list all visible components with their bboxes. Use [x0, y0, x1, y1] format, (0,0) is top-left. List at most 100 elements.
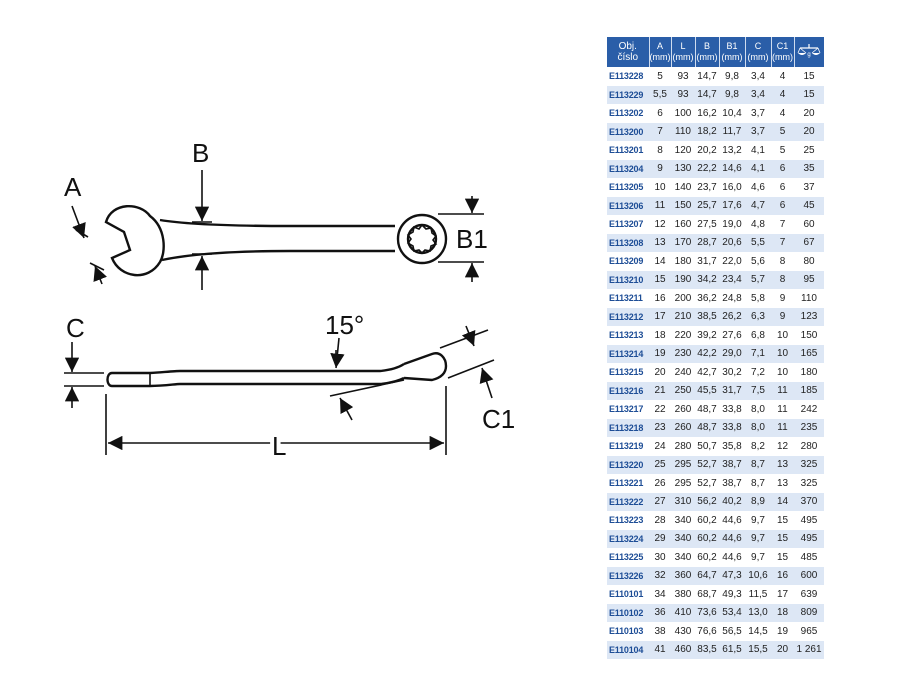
cell-object-number: E113217: [609, 404, 644, 415]
cell-weight: 242: [800, 403, 818, 415]
cell-a: 38: [654, 625, 666, 637]
cell-weight: 809: [794, 603, 824, 622]
cell-weight: 25: [803, 144, 815, 156]
cell-a: 34: [654, 588, 666, 600]
cell-object-number: E113216: [607, 381, 649, 400]
cell-weight: 325: [800, 477, 818, 489]
label-length: L: [272, 431, 286, 461]
cell-b1: 10,4: [722, 107, 742, 119]
cell-b1: 29,0: [719, 344, 745, 363]
cell-b1: 31,7: [719, 381, 745, 400]
cell-a: 22: [654, 403, 666, 415]
cell-object-number: E113223: [609, 515, 644, 526]
cell-l: 210: [671, 307, 695, 326]
cell-l: 280: [674, 440, 692, 452]
cell-object-number: E113220: [607, 455, 649, 474]
cell-object-number: E113204: [607, 159, 649, 178]
cell-c1: 5: [771, 122, 794, 141]
cell-b: 42,7: [697, 366, 717, 378]
cell-b: 73,6: [695, 603, 719, 622]
cell-b: 60,2: [695, 529, 719, 548]
cell-weight: 15: [803, 70, 815, 82]
wrench-side-view: [106, 352, 448, 388]
cell-c: 9,7: [751, 551, 765, 563]
cell-l: 160: [674, 218, 692, 230]
cell-b: 76,6: [697, 625, 717, 637]
label-a: A: [64, 172, 82, 202]
cell-b1: 38,7: [722, 477, 742, 489]
cell-a: 24: [654, 440, 666, 452]
cell-object-number: E113208: [607, 233, 649, 252]
cell-object-number: E113202: [609, 108, 644, 119]
cell-c: 8,0: [745, 418, 771, 437]
cell-b: 60,2: [697, 551, 717, 563]
cell-a: 20: [654, 366, 666, 378]
cell-c: 7,1: [745, 344, 771, 363]
cell-c1: 11: [777, 403, 788, 415]
cell-b: 14,7: [697, 70, 717, 82]
cell-c1: 13: [776, 477, 789, 489]
cell-l: 200: [674, 292, 692, 304]
cell-c: 5,6: [751, 255, 765, 267]
cell-weight: 123: [794, 307, 824, 326]
cell-b1: 33,8: [719, 418, 745, 437]
cell-b1: 44,6: [722, 551, 742, 563]
cell-weight: 370: [794, 492, 824, 511]
dimension-b1: [438, 196, 484, 282]
cell-a: 21: [649, 381, 671, 400]
cell-a: 10: [654, 181, 666, 193]
cell-c: 5,7: [745, 270, 771, 289]
wrench-dimension-drawing: A B B1 C 15° C1: [64, 138, 516, 461]
cell-weight: 60: [803, 218, 815, 230]
scale-icon: g: [797, 44, 821, 58]
cell-c: 5,8: [751, 292, 765, 304]
dimension-b: [192, 170, 212, 290]
cell-c: 7,2: [751, 366, 765, 378]
label-angle: 15°: [325, 310, 364, 340]
cell-b1: 26,2: [719, 307, 745, 326]
cell-l: 150: [671, 196, 695, 215]
cell-l: 93: [677, 70, 689, 82]
cell-b1: 44,6: [719, 529, 745, 548]
cell-object-number: E113219: [609, 441, 644, 452]
cell-object-number: E113215: [609, 367, 644, 378]
cell-b: 34,2: [695, 270, 719, 289]
cell-c1: 6: [771, 196, 794, 215]
cell-l: 250: [671, 381, 695, 400]
cell-l: 130: [671, 159, 695, 178]
cell-b: 14,7: [695, 85, 719, 104]
cell-l: 220: [674, 329, 692, 341]
dimension-a: [71, 205, 107, 285]
cell-b1: 38,7: [719, 455, 745, 474]
cell-weight: 280: [800, 440, 818, 452]
svg-text:g: g: [808, 52, 811, 58]
cell-c: 8,2: [751, 440, 765, 452]
cell-b1: 56,5: [722, 625, 742, 637]
cell-a: 30: [654, 551, 666, 563]
cell-c1: 7: [771, 233, 794, 252]
cell-weight: 639: [800, 588, 818, 600]
wrench-handle: [159, 218, 395, 262]
header-c1: C1 (mm): [771, 37, 795, 67]
label-b: B: [192, 138, 209, 168]
cell-object-number: E113229: [607, 85, 649, 104]
cell-a: 5,5: [649, 85, 671, 104]
cell-weight: 1 261: [794, 640, 824, 659]
cell-b1: 11,7: [719, 122, 745, 141]
header-object-number: Obj. číslo: [607, 37, 650, 67]
cell-c1: 8: [771, 270, 794, 289]
cell-l: 340: [671, 529, 695, 548]
cell-c: 14,5: [748, 625, 768, 637]
